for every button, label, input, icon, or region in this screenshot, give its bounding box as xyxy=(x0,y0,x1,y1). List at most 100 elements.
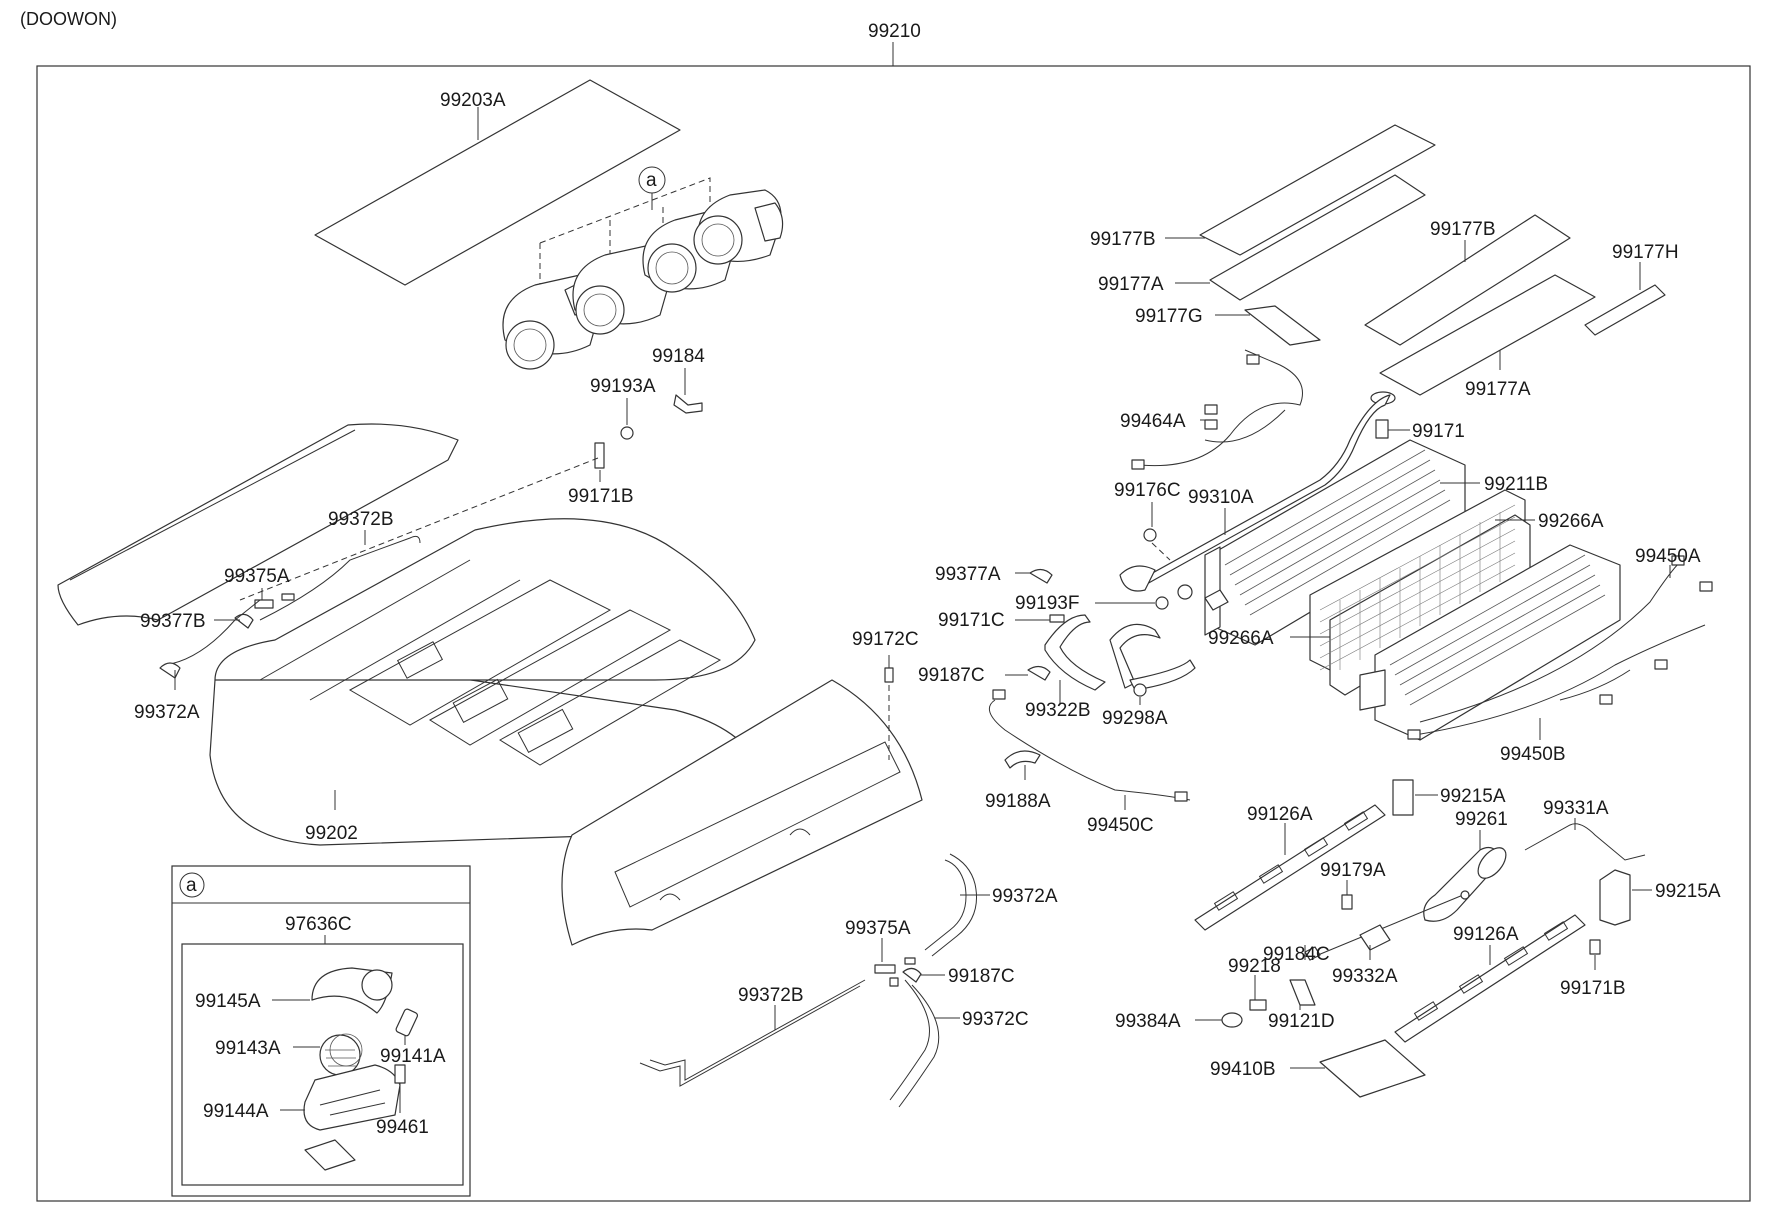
evaporator-coil-99211B[interactable] xyxy=(1204,0,1466,646)
label-99144A: 99144A xyxy=(203,1101,269,1122)
nut-99218[interactable] xyxy=(1249,999,1267,1011)
label-99372A-bot: 99372A xyxy=(992,886,1058,907)
evaporator-coil-lower[interactable] xyxy=(1359,544,1621,741)
pipe-99310A[interactable] xyxy=(1139,394,1391,586)
label-99410B: 99410B xyxy=(1210,1059,1276,1080)
bracket-99215A-top[interactable] xyxy=(1392,779,1414,816)
bolt-99171B-top[interactable] xyxy=(594,442,605,469)
hose-99372B-left[interactable] xyxy=(259,535,421,621)
maker-label: (DOOWON) xyxy=(20,9,117,29)
bolt-99171B-bot[interactable] xyxy=(1589,939,1601,955)
label-99384A: 99384A xyxy=(1115,1011,1181,1032)
clip-99187C-mid[interactable] xyxy=(1027,665,1051,681)
label-99126A-bot: 99126A xyxy=(1453,924,1519,945)
fan-99143A[interactable] xyxy=(319,1033,363,1076)
label-99177A-right: 99177A xyxy=(1465,379,1531,400)
tee-99375A-bot[interactable] xyxy=(874,957,916,987)
label-99450A: 99450A xyxy=(1635,546,1701,567)
assembly-number: 99210 xyxy=(868,21,921,42)
left-cover-panel[interactable] xyxy=(57,423,459,626)
sheet-99177B-right[interactable] xyxy=(1364,214,1571,346)
clip-99377B[interactable] xyxy=(234,613,254,629)
label-99372B-bot: 99372B xyxy=(738,985,804,1006)
plate-99126A-bot[interactable] xyxy=(1394,914,1586,1043)
blower-group[interactable]: a xyxy=(502,166,784,370)
harness-99450A[interactable] xyxy=(1419,555,1713,723)
clip-99121D[interactable] xyxy=(1289,979,1316,1006)
label-99372B-left: 99372B xyxy=(328,509,394,530)
label-99322B: 99322B xyxy=(1025,700,1091,721)
bracket-99184[interactable] xyxy=(673,394,703,414)
inset-assembly-number: 97636C xyxy=(285,914,352,935)
sheet-99177G[interactable] xyxy=(1244,305,1321,346)
label-99172C: 99172C xyxy=(852,629,919,650)
nut-99176C[interactable] xyxy=(1143,528,1157,542)
inset-frame xyxy=(171,865,471,1197)
harness-99450B[interactable] xyxy=(1407,624,1706,740)
label-99193A: 99193A xyxy=(590,376,656,397)
cylinder-99261[interactable] xyxy=(1423,843,1511,922)
clip-99377A[interactable] xyxy=(1029,568,1053,584)
label-99143A: 99143A xyxy=(215,1038,281,1059)
filter-sheet-99203A[interactable] xyxy=(314,79,681,286)
main-housing-99202[interactable] xyxy=(209,518,771,846)
harness-99464A[interactable] xyxy=(1131,349,1303,470)
label-99377B: 99377B xyxy=(140,611,206,632)
inset-subframe xyxy=(181,943,464,1186)
front-cover-panel[interactable] xyxy=(561,679,923,946)
bracket-99332A[interactable] xyxy=(1359,924,1391,951)
sheet-99177B-left[interactable] xyxy=(1199,124,1436,256)
plate-99126A-top[interactable] xyxy=(1194,804,1386,931)
sheet-99177H[interactable] xyxy=(1584,284,1666,336)
hose-99372B-bot[interactable] xyxy=(639,979,866,1087)
label-99310A: 99310A xyxy=(1188,487,1254,508)
cover-99410B[interactable] xyxy=(1319,1039,1426,1098)
hose-99372A-bot[interactable] xyxy=(924,853,977,957)
screw-99179A[interactable] xyxy=(1341,894,1353,910)
clip-99461[interactable] xyxy=(394,1064,406,1084)
harness-99450C[interactable] xyxy=(988,689,1191,802)
bolt-99171C[interactable] xyxy=(1049,614,1065,623)
label-99377A: 99377A xyxy=(935,564,1001,585)
clamp-99188A[interactable] xyxy=(1004,750,1041,769)
label-99211B: 99211B xyxy=(1484,474,1548,495)
label-99372A-left: 99372A xyxy=(134,702,200,723)
clip-99187C-bot[interactable] xyxy=(902,967,922,983)
screw-99172C[interactable] xyxy=(884,667,894,683)
label-99171C: 99171C xyxy=(938,610,1005,631)
label-99177A-left: 99177A xyxy=(1098,274,1164,295)
washer-99193F[interactable] xyxy=(1155,596,1169,610)
clip-99184C[interactable] xyxy=(1304,890,1470,961)
sheet-99177A-right[interactable] xyxy=(1379,274,1596,396)
label-99215A-top: 99215A xyxy=(1440,786,1506,807)
label-99126A-top: 99126A xyxy=(1247,804,1313,825)
label-99450C: 99450C xyxy=(1087,815,1154,836)
label-99261: 99261 xyxy=(1455,809,1508,830)
tee-99375A-left[interactable] xyxy=(254,593,295,609)
motor-99141A[interactable] xyxy=(395,1008,419,1037)
valve-fittings[interactable] xyxy=(1119,565,1229,611)
washer-99193A[interactable] xyxy=(620,426,634,440)
case-99144A[interactable] xyxy=(303,1064,401,1171)
pipe-99322B[interactable] xyxy=(1044,614,1196,691)
label-99176C: 99176C xyxy=(1114,480,1181,501)
label-99121D: 99121D xyxy=(1268,1011,1335,1032)
label-99187C-bot: 99187C xyxy=(948,966,1015,987)
housing-99145A[interactable] xyxy=(311,967,393,1014)
label-99332A: 99332A xyxy=(1332,966,1398,987)
label-99184: 99184 xyxy=(652,346,705,367)
label-99266A-top: 99266A xyxy=(1538,511,1604,532)
rod-99331A[interactable] xyxy=(1524,823,1646,861)
grommet-99384A[interactable] xyxy=(1221,1012,1243,1028)
label-99171: 99171 xyxy=(1412,421,1465,442)
sheet-99177A-left[interactable] xyxy=(1209,174,1426,301)
nut-99298A[interactable] xyxy=(1133,683,1147,697)
bracket-99215A-right[interactable] xyxy=(1599,869,1631,926)
filter-mesh-99266A[interactable] xyxy=(1309,489,1531,696)
label-99372C: 99372C xyxy=(962,1009,1029,1030)
label-99461: 99461 xyxy=(376,1117,429,1138)
label-99177G: 99177G xyxy=(1135,306,1203,327)
label-99298A: 99298A xyxy=(1102,708,1168,729)
hose-99372C[interactable] xyxy=(889,979,940,1108)
